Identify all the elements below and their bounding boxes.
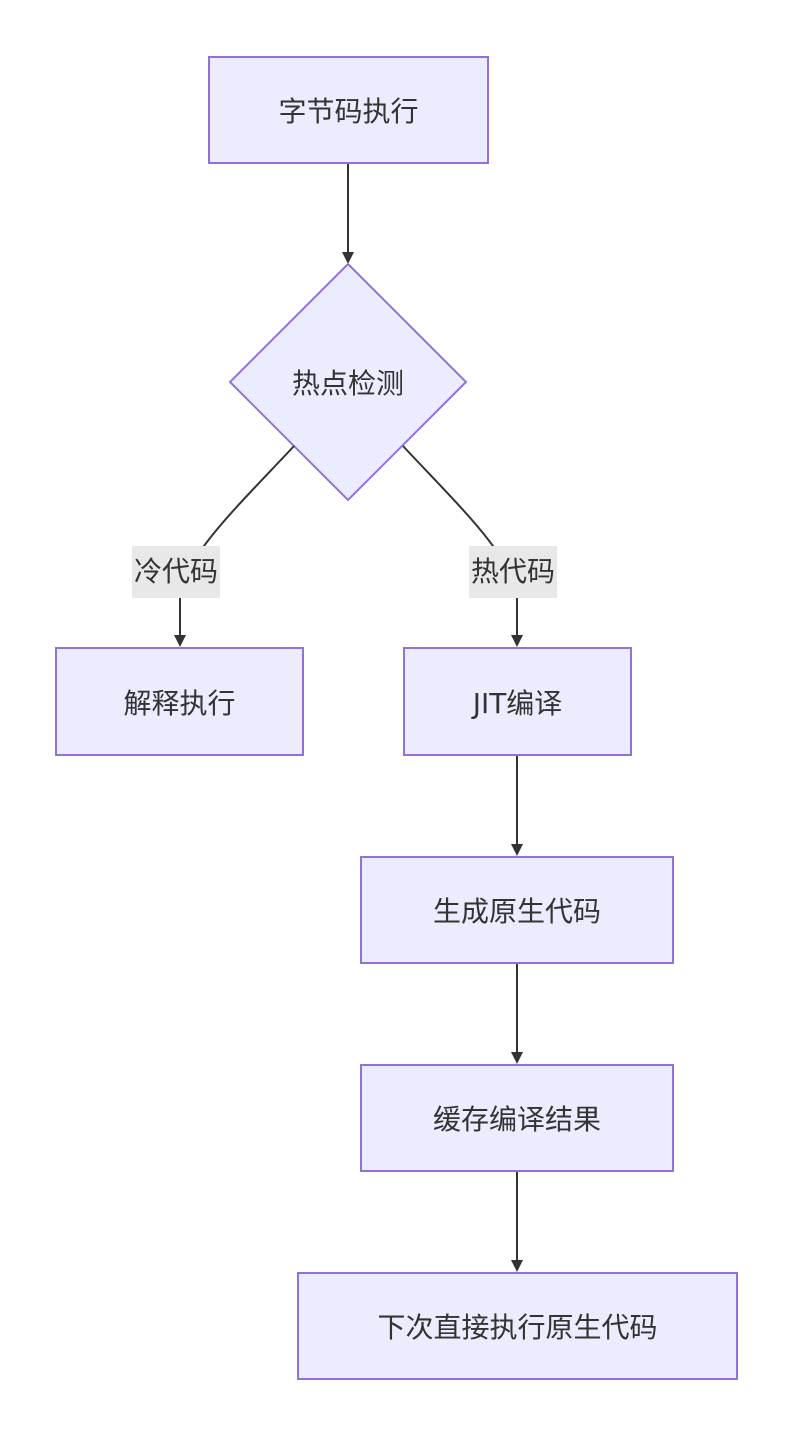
node-bytecode-execution: 字节码执行 — [208, 56, 489, 164]
node-hotspot-detection: 热点检测 — [291, 367, 404, 400]
node-jit-compile: JIT编译 — [403, 647, 632, 756]
node-direct-native-execution: 下次直接执行原生代码 — [297, 1272, 738, 1380]
hotspot-diamond — [228, 262, 468, 502]
node-cache-compile-result: 缓存编译结果 — [360, 1064, 674, 1172]
node-interpret-execution: 解释执行 — [55, 647, 304, 756]
node-generate-native-code: 生成原生代码 — [360, 856, 674, 964]
edge-label-hot-code: 热代码 — [469, 546, 558, 598]
edge-label-cold-code: 冷代码 — [132, 546, 221, 598]
